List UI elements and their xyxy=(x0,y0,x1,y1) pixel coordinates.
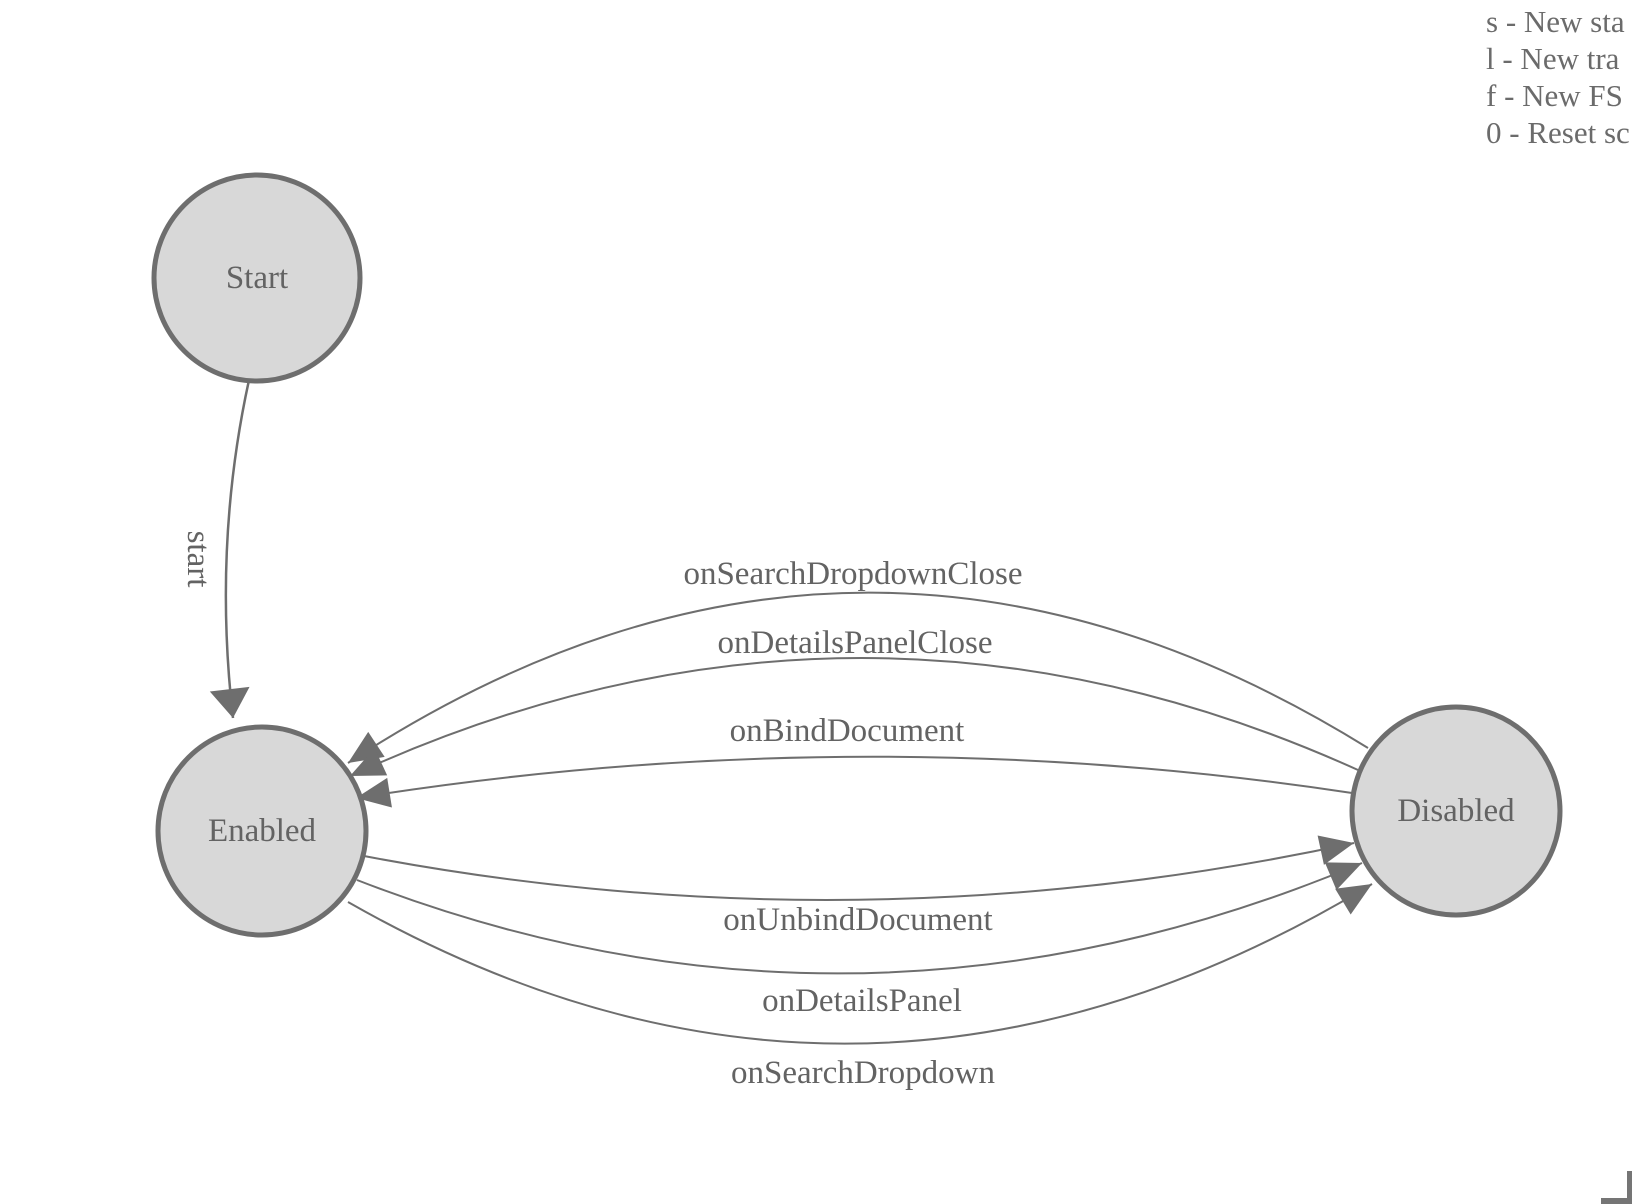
edge-label-onSearchDropdown[interactable]: onSearchDropdown xyxy=(731,1055,995,1091)
clipped-rectangle-corner xyxy=(1627,1171,1632,1204)
edge-label-onBindDocument[interactable]: onBindDocument xyxy=(730,713,965,749)
legend-line-new-fsm: f - New FS xyxy=(1486,78,1623,113)
arrowhead-icon xyxy=(1317,835,1354,865)
state-circle-disabled[interactable] xyxy=(1349,704,1563,918)
transition-edge-onDetailsPanelClose: onDetailsPanelClose xyxy=(349,625,1359,777)
edge-label-onSearchDropdownClose[interactable]: onSearchDropdownClose xyxy=(683,556,1022,592)
legend-line-new-transition: l - New tra xyxy=(1486,41,1620,76)
state-node-start: Start xyxy=(151,172,363,384)
arrowhead-icon xyxy=(1324,862,1362,891)
transition-edge-onDetailsPanel: onDetailsPanel xyxy=(356,862,1363,1019)
state-circle-start[interactable] xyxy=(151,172,363,384)
edge-curve-onUnbindDocument[interactable] xyxy=(363,842,1355,901)
edge-label-onDetailsPanel[interactable]: onDetailsPanel xyxy=(762,983,962,1019)
shortcut-legend: s - New sta l - New tra f - New FS 0 - R… xyxy=(1486,3,1632,151)
edge-curve-onBindDocument[interactable] xyxy=(355,755,1353,799)
edge-curve-onSearchDropdown[interactable] xyxy=(347,883,1373,1045)
transition-edge-start-transition: start xyxy=(180,379,251,719)
state-node-enabled: Enabled xyxy=(155,724,369,938)
transition-edge-onUnbindDocument: onUnbindDocument xyxy=(363,835,1355,938)
transition-edge-onBindDocument: onBindDocument xyxy=(355,713,1353,808)
edge-label-onUnbindDocument[interactable]: onUnbindDocument xyxy=(723,902,992,938)
transition-edge-onSearchDropdownClose: onSearchDropdownClose xyxy=(347,556,1369,764)
arrowhead-icon xyxy=(356,777,392,808)
state-label-start: Start xyxy=(226,260,288,296)
edge-curve-onDetailsPanel[interactable] xyxy=(356,862,1363,975)
state-node-disabled: Disabled xyxy=(1349,704,1563,918)
edge-curve-onDetailsPanelClose[interactable] xyxy=(349,657,1359,777)
clipped-rectangle-corner xyxy=(1601,1198,1632,1204)
legend-line-new-state: s - New sta xyxy=(1486,4,1625,39)
arrowhead-icon xyxy=(209,686,250,718)
arrowhead-icon xyxy=(350,748,388,776)
state-circle-enabled[interactable] xyxy=(155,724,369,938)
transition-edge-onSearchDropdown: onSearchDropdown xyxy=(347,883,1373,1091)
state-label-disabled: Disabled xyxy=(1397,793,1515,829)
legend-line-reset: 0 - Reset sc xyxy=(1486,115,1630,150)
edge-curve-start-transition[interactable] xyxy=(224,379,251,719)
arrowhead-icon xyxy=(1335,884,1372,915)
edge-label-onDetailsPanelClose[interactable]: onDetailsPanelClose xyxy=(718,625,993,661)
edge-label-start-transition[interactable]: start xyxy=(180,531,216,588)
state-label-enabled: Enabled xyxy=(208,813,317,849)
edge-curve-onSearchDropdownClose[interactable] xyxy=(347,591,1369,764)
